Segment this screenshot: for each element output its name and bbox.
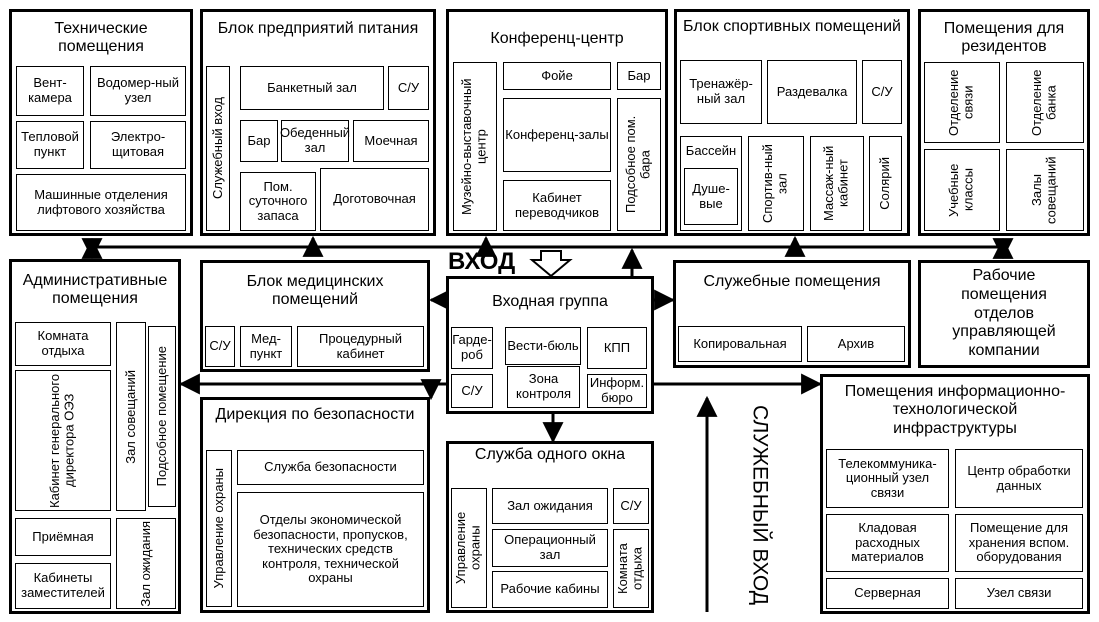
room-director-label: Кабинет генерального директора ОЭЗ	[47, 373, 77, 508]
room-post-label: Отделение связи	[946, 69, 976, 136]
room-director: Кабинет генерального директора ОЭЗ	[15, 370, 111, 511]
room-waiting-label: Зал ожидания	[137, 520, 153, 607]
room-utility-label: Подсобное помещение	[153, 346, 169, 487]
room-bar-aux: Подсобное пом. бара	[617, 98, 661, 231]
room-guard-mgmt: Управление охраны	[451, 488, 487, 608]
room-locker: Раздевалка	[767, 60, 857, 124]
room-archive: Архив	[807, 326, 905, 362]
room-rest-label: Комната отдыха	[615, 543, 645, 594]
room-security-service: Служба безопасности	[237, 450, 424, 485]
room-oper-hall: Операционный зал	[492, 529, 608, 567]
room-deputies: Кабинеты заместителей	[15, 563, 111, 609]
room-solarium-label: Солярий	[877, 157, 893, 210]
room-wc: С/У	[613, 488, 649, 524]
room-storage: Кладовая расходных материалов	[826, 514, 949, 572]
room-waiting: Зал ожидания	[116, 518, 176, 609]
room-bank-label: Отделение банка	[1029, 69, 1059, 136]
room-server: Серверная	[826, 578, 949, 609]
room-post: Отделение связи	[924, 62, 1000, 143]
room-rest: Комната отдыха	[613, 529, 649, 608]
room-elec: Электро-щитовая	[90, 121, 186, 169]
room-datacenter: Центр обработки данных	[955, 449, 1083, 508]
service-entry: Служебный вход	[206, 66, 230, 231]
room-cooking: Доготовочная	[320, 168, 429, 231]
block-title: Служба одного окна	[474, 446, 626, 463]
room-wc: С/У	[205, 326, 235, 367]
room-bar: Бар	[617, 62, 661, 90]
entry-label: ВХОД	[448, 248, 516, 275]
room-classes-label: Учебные классы	[946, 163, 976, 217]
room-vestibule: Вести-бюль	[505, 327, 581, 365]
room-shower: Душе-вые	[684, 168, 738, 225]
room-control: Зона контроля	[507, 366, 580, 408]
room-telecom: Телекоммуника-ционный узел связи	[826, 449, 949, 508]
block-title: Блок спортивных помещений	[683, 18, 901, 35]
room-dining: Обеденный зал	[280, 120, 350, 162]
room-gym: Тренажёр-ный зал	[680, 60, 762, 124]
block-title: Административные помещения	[22, 272, 168, 308]
room-meeting: Зал совещаний	[116, 322, 146, 511]
room-solarium: Солярий	[869, 136, 902, 231]
room-cabins: Рабочие кабины	[492, 571, 608, 608]
service-entry-label: Служебный вход	[209, 97, 225, 200]
block-title: Помещения для резидентов	[943, 20, 1065, 56]
room-equipment: Помещение для хранения вспом. оборудован…	[955, 514, 1083, 572]
block-title: Рабочие помещения отделов управляющей ко…	[952, 266, 1056, 360]
room-massage-label: Массаж-ный кабинет	[821, 145, 851, 222]
room-bank: Отделение банка	[1006, 62, 1084, 143]
room-wc: С/У	[862, 60, 902, 124]
room-wc: С/У	[388, 66, 429, 110]
room-guard-mgmt-label: Управление охраны	[453, 511, 483, 585]
room-sport-hall-label: Спортив-ный зал	[760, 144, 790, 223]
block-title: Помещения информационно-технологической …	[844, 383, 1066, 437]
room-medpoint: Мед-пункт	[240, 326, 292, 367]
room-copy: Копировальная	[678, 326, 802, 362]
room-guard-mgmt: Управление охраны	[206, 450, 232, 607]
room-kpp: КПП	[587, 327, 647, 369]
room-heat: Тепловой пункт	[16, 121, 84, 169]
block-management: Рабочие помещения отделов управляющей ко…	[918, 260, 1090, 368]
block-title: Дирекция по безопасности	[215, 406, 415, 423]
room-reception: Приёмная	[15, 518, 111, 556]
room-massage: Массаж-ный кабинет	[810, 136, 864, 231]
room-translators: Кабинет переводчиков	[503, 180, 611, 231]
room-bar-aux-label: Подсобное пом. бара	[623, 115, 653, 214]
room-meeting-label: Залы совещаний	[1029, 156, 1059, 224]
room-dish: Моечная	[353, 120, 429, 162]
entry-arrow-icon	[529, 250, 573, 278]
room-pool-label: Бассейн	[685, 143, 737, 158]
room-procedure: Процедурный кабинет	[297, 326, 424, 367]
room-meeting: Залы совещаний	[1006, 149, 1084, 231]
room-bar: Бар	[240, 120, 278, 162]
room-daily: Пом. суточного запаса	[240, 172, 316, 231]
service-entry-label: СЛУЖЕБНЫЙ ВХОД	[748, 405, 772, 605]
room-wc: С/У	[451, 374, 493, 408]
room-info: Информ. бюро	[587, 374, 647, 408]
room-classes: Учебные классы	[924, 149, 1000, 231]
block-title: Входная группа	[492, 293, 608, 310]
room-foyer: Фойе	[503, 62, 611, 90]
room-cloakroom: Гарде-роб	[451, 327, 493, 369]
room-guard-mgmt-label: Управление охраны	[210, 468, 226, 589]
room-utility: Подсобное помещение	[148, 326, 176, 507]
room-museum: Музейно-выставочный центр	[453, 62, 497, 231]
block-title: Технические помещения	[54, 20, 148, 56]
room-lift: Машинные отделения лифтового хозяйства	[16, 174, 186, 231]
room-sport-hall: Спортив-ный зал	[748, 136, 804, 231]
room-water: Водомер-ный узел	[90, 66, 186, 116]
room-conf-halls: Конференц-залы	[503, 98, 611, 172]
room-security-depts: Отделы экономической безопасности, пропу…	[237, 492, 424, 607]
block-title: Блок предприятий питания	[217, 20, 419, 37]
room-museum-label: Музейно-выставочный центр	[459, 78, 489, 215]
room-banquet: Банкетный зал	[240, 66, 384, 110]
room-rest: Комната отдыха	[15, 322, 111, 366]
room-waiting: Зал ожидания	[492, 488, 608, 524]
block-title: Блок медицинских помещений	[246, 273, 384, 309]
room-vent: Вент-камера	[16, 66, 84, 116]
room-meeting-label: Зал совещаний	[122, 369, 138, 464]
room-comm: Узел связи	[955, 578, 1083, 609]
block-title: Конференц-центр	[490, 30, 624, 47]
block-title: Служебные помещения	[703, 273, 881, 290]
